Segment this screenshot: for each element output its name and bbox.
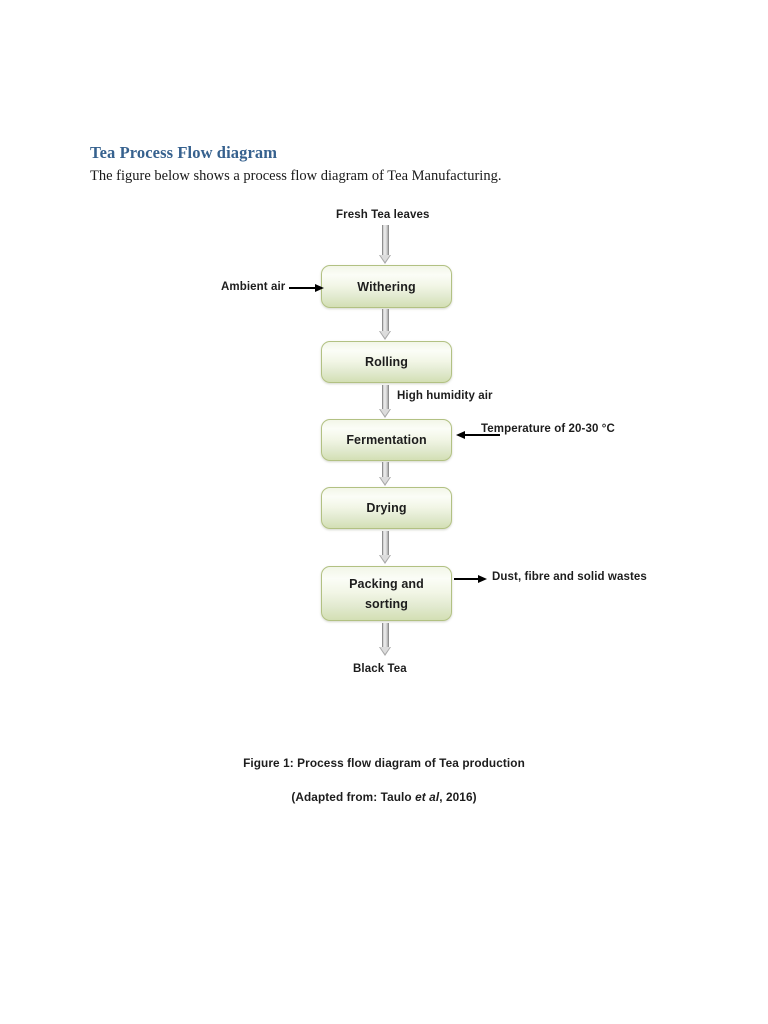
figure-caption-line2: (Adapted from: Taulo et al, 2016) <box>0 790 768 804</box>
process-box-label: Packing and sorting <box>349 574 424 614</box>
process-box-label: Withering <box>357 279 416 294</box>
arrow-shaft <box>382 531 389 557</box>
arrow-tip <box>456 430 465 439</box>
stream-label-temperature: Temperature of 20-30 °C <box>481 423 615 435</box>
process-box-drying[interactable]: Drying <box>321 487 452 529</box>
stream-label-waste: Dust, fibre and solid wastes <box>492 571 647 583</box>
arrow-line <box>454 578 480 580</box>
arrow-line <box>463 434 500 436</box>
arrow-shaft <box>382 462 389 479</box>
arrow-head-inner <box>380 255 391 262</box>
caption-source-etal: et al <box>415 790 440 804</box>
stream-label-high-humidity-air: High humidity air <box>397 390 493 402</box>
figure-caption-line1: Figure 1: Process flow diagram of Tea pr… <box>243 756 525 770</box>
process-box-label-line1: Packing and <box>349 576 424 591</box>
arrow-shaft <box>382 385 389 411</box>
stream-label-fresh-tea-leaves: Fresh Tea leaves <box>336 209 430 221</box>
arrow-shaft <box>382 623 389 649</box>
stream-arrow-waste <box>454 574 487 584</box>
stream-label-black-tea: Black Tea <box>353 663 407 675</box>
page-title: Tea Process Flow diagram <box>90 143 278 162</box>
arrow-head-inner <box>380 409 391 416</box>
arrow-shaft <box>382 309 389 333</box>
arrow-line <box>289 287 317 289</box>
process-box-label: Rolling <box>364 355 409 369</box>
stream-arrow-ambient-air <box>289 283 324 293</box>
caption-source-prefix: (Adapted from: Taulo <box>291 790 416 804</box>
process-box-label: Drying <box>366 501 407 515</box>
process-box-rolling[interactable]: Rolling <box>321 341 452 383</box>
arrow-head-inner <box>380 331 391 338</box>
caption-source-suffix: , 2016) <box>439 790 477 804</box>
arrow-tip <box>315 283 324 292</box>
arrow-tip <box>478 574 487 583</box>
process-box-label-line2: sorting <box>364 596 409 611</box>
arrow-head-inner <box>380 477 391 484</box>
arrow-head-inner <box>380 555 391 562</box>
process-box-label: Fermentation <box>346 433 427 447</box>
intro-paragraph: The figure below shows a process flow di… <box>90 168 502 184</box>
stream-arrow-temperature <box>456 430 500 440</box>
process-box-fermentation[interactable]: Fermentation <box>321 419 452 461</box>
stream-label-ambient-air: Ambient air <box>221 281 286 293</box>
arrow-shaft <box>382 225 389 257</box>
process-box-withering[interactable]: Withering <box>321 265 452 308</box>
arrow-head-inner <box>380 647 391 654</box>
process-box-packing-and-sorting[interactable]: Packing and sorting <box>321 566 452 621</box>
